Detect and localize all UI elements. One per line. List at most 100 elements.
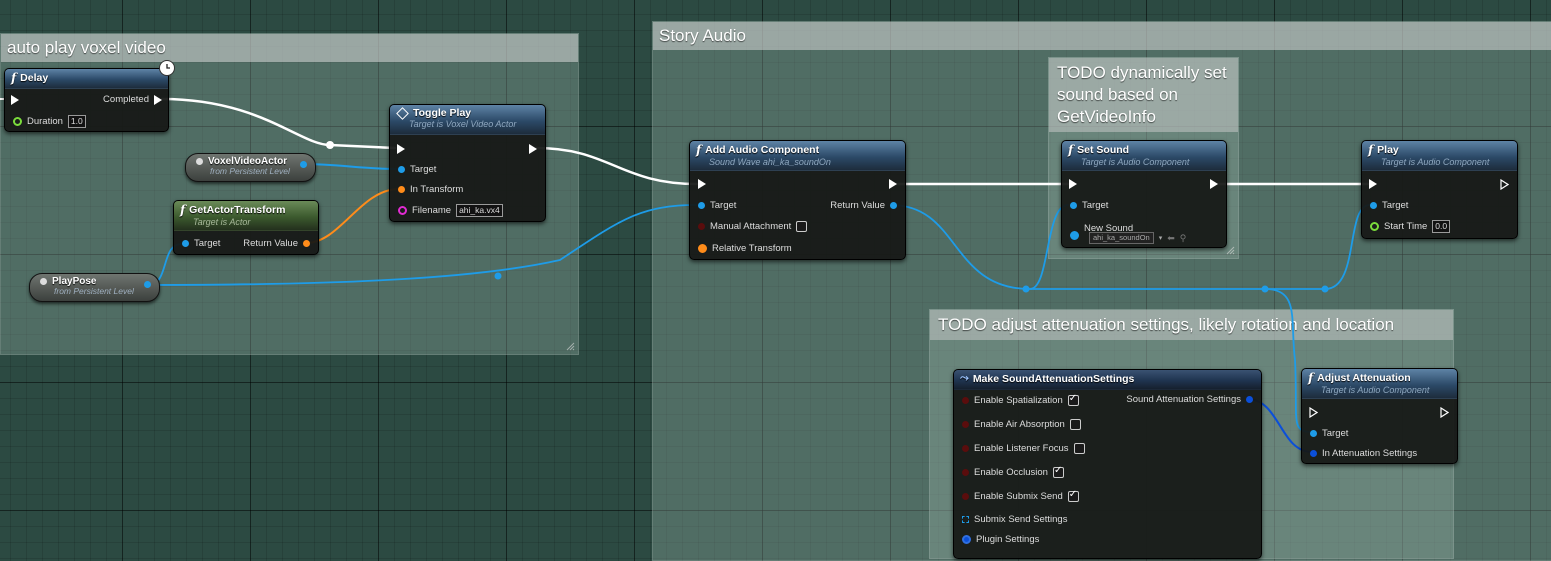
node-toggle-play[interactable]: Toggle Play Target is Voxel Video Actor … xyxy=(389,104,546,222)
node-title: Play xyxy=(1377,144,1399,156)
object-pin-icon[interactable] xyxy=(144,281,151,288)
return-value-pin[interactable]: Return Value xyxy=(243,238,310,249)
exec-in-pin[interactable] xyxy=(698,179,706,189)
object-pin-icon xyxy=(890,202,897,209)
enable-spatialization-pin[interactable]: Enable Spatialization xyxy=(962,393,1079,406)
bool-pin-icon xyxy=(698,223,705,230)
bool-pin-icon xyxy=(962,397,969,404)
target-pin[interactable]: Target xyxy=(182,238,220,249)
var-voxel-video-actor[interactable]: VoxelVideoActor from Persistent Level xyxy=(185,153,316,182)
var-play-pose[interactable]: PlayPose from Persistent Level xyxy=(29,273,160,302)
node-title: Make SoundAttenuationSettings xyxy=(972,372,1135,385)
node-header[interactable]: ⤳Make SoundAttenuationSettings xyxy=(954,370,1261,390)
exec-in-pin[interactable] xyxy=(1069,179,1077,189)
enable-listener-focus-pin[interactable]: Enable Listener Focus xyxy=(962,443,1085,454)
resize-grip-icon[interactable] xyxy=(1226,246,1235,255)
sound-attenuation-settings-output-pin[interactable]: Sound Attenuation Settings xyxy=(1126,394,1253,405)
start-time-input[interactable]: 0.0 xyxy=(1432,220,1451,233)
search-icon[interactable]: ⚲ xyxy=(1179,232,1187,243)
object-pin-icon xyxy=(1310,430,1317,437)
node-subtitle: Target is Audio Component xyxy=(1321,385,1430,395)
exec-out-pin[interactable] xyxy=(889,179,897,189)
struct-pin-icon xyxy=(1310,450,1317,457)
relative-transform-pin[interactable]: Relative Transform xyxy=(698,243,792,254)
new-sound-asset-picker[interactable]: ahi_ka_soundOn ▾ ⬅ ⚲ xyxy=(1089,232,1186,244)
transform-pin-icon xyxy=(303,240,310,247)
sound-asset-select[interactable]: ahi_ka_soundOn xyxy=(1089,232,1154,244)
duration-input[interactable]: 1.0 xyxy=(67,115,86,128)
manual-attachment-pin[interactable]: Manual Attachment xyxy=(698,221,808,232)
node-header[interactable]: Toggle Play Target is Voxel Video Actor xyxy=(390,105,545,135)
enable-submix-send-checkbox[interactable] xyxy=(1067,489,1079,502)
object-pin-icon xyxy=(398,166,405,173)
plugin-settings-pin[interactable]: Plugin Settings xyxy=(962,534,1039,545)
pin-label: Target xyxy=(410,164,437,175)
node-title: Add Audio Component xyxy=(705,144,820,156)
exec-out-pin[interactable] xyxy=(1500,179,1509,190)
node-subtitle: Target is Audio Component xyxy=(1081,157,1190,167)
target-pin[interactable]: Target xyxy=(398,164,436,175)
filename-input[interactable]: ahi_ka.vx4 xyxy=(456,204,503,217)
var-title: VoxelVideoActor xyxy=(208,156,288,167)
in-transform-pin[interactable]: In Transform xyxy=(398,184,463,195)
target-pin[interactable]: Target xyxy=(1370,200,1408,211)
target-pin[interactable]: Target xyxy=(1070,200,1108,211)
bool-pin-icon xyxy=(962,421,969,428)
enable-occlusion-pin[interactable]: Enable Occlusion xyxy=(962,465,1064,478)
dropdown-arrow-icon[interactable]: ▾ xyxy=(1158,235,1163,242)
comment-title[interactable]: TODO dynamically set sound based on GetV… xyxy=(1049,58,1238,132)
exec-in-pin[interactable] xyxy=(1369,179,1377,189)
enable-spatialization-checkbox[interactable] xyxy=(1067,393,1079,406)
manual-attachment-checkbox[interactable] xyxy=(796,221,808,232)
enable-occlusion-checkbox[interactable] xyxy=(1052,465,1064,478)
comment-title[interactable]: Story Audio xyxy=(653,22,1551,50)
pin-label: Plugin Settings xyxy=(976,534,1040,545)
enable-submix-send-pin[interactable]: Enable Submix Send xyxy=(962,489,1079,502)
pin-label: Manual Attachment xyxy=(710,221,792,232)
submix-send-settings-pin[interactable]: Submix Send Settings xyxy=(962,514,1067,525)
transform-pin-icon xyxy=(698,244,707,253)
resize-grip-icon[interactable] xyxy=(566,342,575,351)
var-subtitle: from Persistent Level xyxy=(54,286,134,296)
function-icon: f xyxy=(1368,143,1374,157)
pin-label: Return Value xyxy=(243,238,298,249)
exec-in-pin[interactable] xyxy=(11,95,19,105)
browse-arrow-icon[interactable]: ⬅ xyxy=(1167,232,1175,243)
diamond-icon xyxy=(396,106,409,120)
exec-out-pin[interactable] xyxy=(529,144,537,154)
in-attenuation-settings-pin[interactable]: In Attenuation Settings xyxy=(1310,448,1417,459)
enable-listener-focus-checkbox[interactable] xyxy=(1073,443,1085,454)
target-pin[interactable]: Target xyxy=(698,200,736,211)
comment-title[interactable]: TODO adjust attenuation settings, likely… xyxy=(930,310,1453,340)
return-value-pin[interactable]: Return Value xyxy=(830,200,897,211)
float-pin-icon xyxy=(13,117,22,126)
exec-out-pin[interactable] xyxy=(1440,407,1449,418)
exec-in-pin[interactable] xyxy=(397,144,405,154)
exec-in-pin[interactable] xyxy=(1309,407,1318,418)
enable-air-absorption-checkbox[interactable] xyxy=(1069,419,1081,430)
object-pin-icon[interactable] xyxy=(300,161,307,168)
node-make-sound-attenuation-settings[interactable]: ⤳Make SoundAttenuationSettings Sound Att… xyxy=(953,369,1262,559)
new-sound-pin[interactable]: New Sound xyxy=(1070,221,1133,240)
pin-label: Enable Spatialization xyxy=(974,395,1063,406)
comment-title[interactable]: auto play voxel video xyxy=(1,34,578,62)
enable-air-absorption-pin[interactable]: Enable Air Absorption xyxy=(962,419,1081,430)
exec-out-pin[interactable] xyxy=(1210,179,1218,189)
completed-pin[interactable]: Completed xyxy=(103,94,162,105)
target-pin[interactable]: Target xyxy=(1310,428,1348,439)
